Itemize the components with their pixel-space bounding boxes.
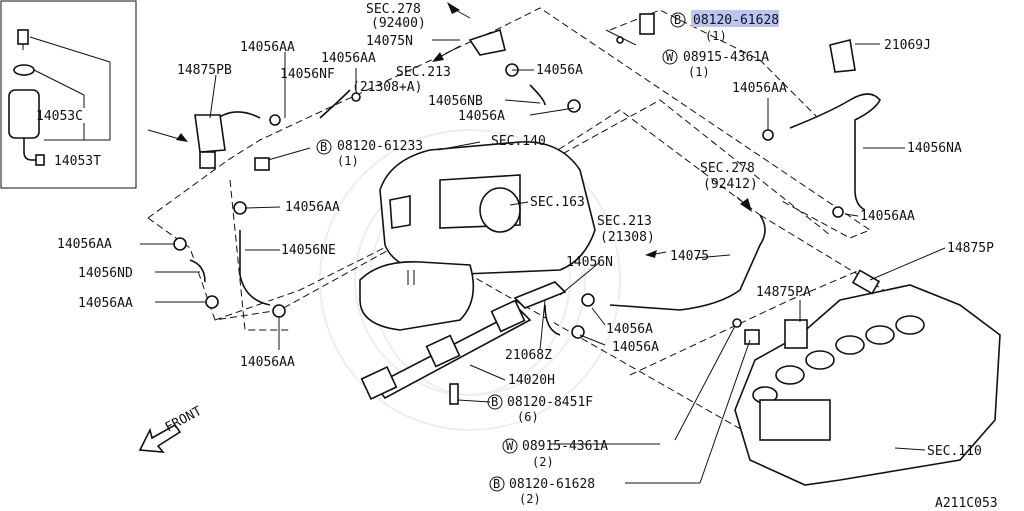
label-14053T: 14053T	[54, 154, 101, 169]
hoses	[189, 28, 881, 336]
label-14075N[interactable]: 14075N	[366, 34, 413, 49]
label-14056ND[interactable]: 14056ND	[78, 266, 133, 281]
label-14056AA-top-left[interactable]: 14056AA	[240, 40, 295, 55]
label-sec213-top-code: (21308+A)	[352, 80, 422, 95]
label-14056A-lower[interactable]: 14056A	[606, 322, 653, 337]
label-sec110[interactable]: SEC.110	[927, 444, 982, 459]
qty-08120-8451F: (6)	[517, 410, 539, 424]
label-14056A-second[interactable]: 14056A	[458, 109, 505, 124]
label-14053C: 14053C	[36, 109, 83, 124]
label-14056AA-mid[interactable]: 14056AA	[285, 200, 340, 215]
svg-text:B: B	[493, 477, 500, 491]
label-14056N[interactable]: 14056N	[566, 255, 613, 270]
label-sec278-top[interactable]: SEC.278	[366, 2, 421, 17]
label-21069J[interactable]: 21069J	[884, 38, 931, 53]
svg-text:B: B	[491, 395, 498, 409]
marker-b-mid: B	[316, 139, 332, 155]
label-21068Z[interactable]: 21068Z	[505, 348, 552, 363]
svg-text:W: W	[506, 439, 514, 453]
label-14875P[interactable]: 14875P	[947, 241, 994, 256]
label-14056NA[interactable]: 14056NA	[907, 141, 962, 156]
diagram-id: A211C053	[935, 496, 998, 511]
marker-b-top: B	[670, 12, 686, 28]
marker-b-bot: B	[489, 476, 505, 492]
label-14056NF[interactable]: 14056NF	[280, 67, 335, 82]
fuel-rail	[360, 281, 567, 400]
clamps	[173, 13, 881, 405]
label-sec278-top-code: (92400)	[371, 16, 426, 31]
label-14056NB[interactable]: 14056NB	[428, 94, 483, 109]
marker-b-low: B	[487, 394, 503, 410]
front-arrow-icon	[138, 423, 182, 453]
qty-08915-4361A-top: (1)	[688, 65, 710, 79]
label-14056AA-right-low[interactable]: 14056AA	[860, 209, 915, 224]
label-14875PB[interactable]: 14875PB	[177, 63, 232, 78]
qty-08120-61233: (1)	[337, 154, 359, 168]
leader-lines	[140, 29, 946, 484]
label-08915-4361A-low[interactable]: 08915-4361A	[522, 439, 608, 454]
label-14056A-lowest[interactable]: 14056A	[612, 340, 659, 355]
label-14056A-top[interactable]: 14056A	[536, 63, 583, 78]
intake-manifold	[359, 141, 596, 331]
label-14056AA-left-low[interactable]: 14056AA	[78, 296, 133, 311]
label-08120-8451F[interactable]: 08120-8451F	[507, 395, 593, 410]
qty-08120-61628-top: (1)	[705, 29, 727, 43]
label-08120-61233[interactable]: 08120-61233	[337, 139, 423, 154]
label-sec213-mid-code: (21308)	[600, 230, 655, 245]
valve-14875PB	[194, 114, 226, 169]
label-sec278-mid[interactable]: SEC.278	[700, 161, 755, 176]
qty-08120-61628-bottom: (2)	[519, 492, 541, 506]
highlight-selected-part	[691, 10, 779, 27]
label-14056AA-bottom[interactable]: 14056AA	[240, 355, 295, 370]
svg-text:W: W	[666, 50, 674, 64]
label-14056AA-top[interactable]: 14056AA	[321, 51, 376, 66]
label-08915-4361A-top[interactable]: 08915-4361A	[683, 50, 769, 65]
label-08120-61628-top[interactable]: 08120-61628	[693, 13, 779, 28]
marker-w-low: W	[502, 438, 518, 454]
label-sec278-mid-code: (92412)	[703, 177, 758, 192]
label-14056AA-left[interactable]: 14056AA	[57, 237, 112, 252]
label-14056AA-right[interactable]: 14056AA	[732, 81, 787, 96]
svg-text:B: B	[320, 140, 327, 154]
label-14875PA[interactable]: 14875PA	[756, 285, 811, 300]
marker-w-top: W	[662, 49, 678, 65]
label-sec140[interactable]: SEC.140	[491, 134, 546, 149]
label-08120-61628-bottom[interactable]: 08120-61628	[509, 477, 595, 492]
qty-08915-4361A-low: (2)	[532, 455, 554, 469]
label-front: FRONT	[163, 404, 205, 436]
inset-frame	[0, 0, 137, 189]
label-sec163[interactable]: SEC.163	[530, 195, 585, 210]
svg-text:B: B	[674, 13, 681, 27]
label-14056NE[interactable]: 14056NE	[281, 243, 336, 258]
label-sec213-top[interactable]: SEC.213	[396, 65, 451, 80]
label-14075[interactable]: 14075	[670, 249, 709, 264]
label-sec213-mid[interactable]: SEC.213	[597, 214, 652, 229]
label-14020H[interactable]: 14020H	[508, 373, 555, 388]
arrows	[147, 2, 752, 258]
inset-parts	[8, 29, 111, 166]
